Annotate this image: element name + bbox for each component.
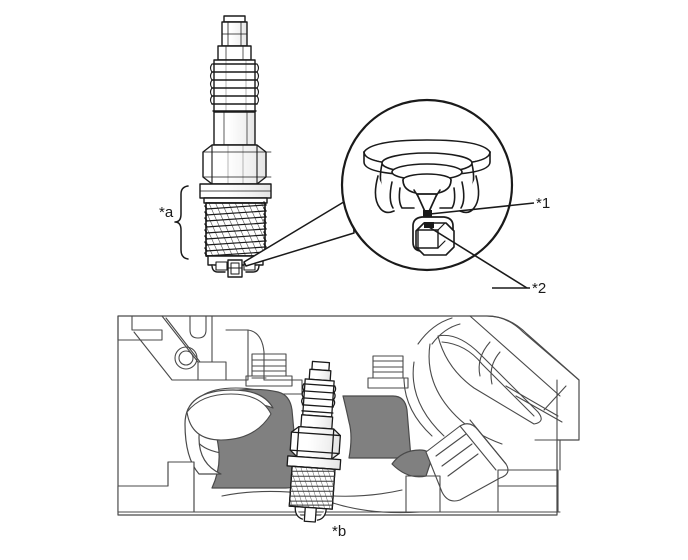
label-2: *2: [532, 280, 546, 297]
label-b: *b: [332, 523, 346, 540]
insulator-ribs: [209, 59, 260, 113]
installed-insulator-ribs: [301, 378, 337, 418]
shell-prongs: [374, 175, 480, 214]
center-electrode: [416, 193, 438, 217]
ground-electrode: [412, 216, 455, 256]
callout-a: *a: [159, 185, 189, 260]
magnifier-connector: [243, 196, 355, 267]
hex-nut: [202, 144, 272, 185]
spark-plug-elevation: [199, 15, 272, 278]
terminal-nut: [221, 15, 248, 47]
section-shading-right: [342, 395, 412, 459]
insulator-body: [213, 111, 256, 146]
leader-line-1: [429, 202, 535, 215]
callout-1: *1: [429, 195, 550, 215]
insulator-upper-stem: [217, 45, 252, 61]
stud-boss: [245, 353, 293, 387]
installed-threaded-shell: [288, 465, 336, 510]
label-a: *a: [159, 204, 174, 221]
brace-a: [174, 185, 189, 260]
head-bottom-left-step: [117, 461, 195, 513]
callout-2: *2: [428, 226, 546, 297]
label-1: *1: [536, 195, 550, 212]
installed-gasket-seat: [286, 455, 342, 471]
threaded-shell: [204, 201, 267, 257]
stud-boss-right: [367, 355, 409, 389]
installed-electrodes: [294, 505, 327, 523]
spark-plug-installed: [286, 360, 342, 523]
installed-hex-nut: [289, 425, 342, 460]
cylinder-head-cross-section: [117, 315, 580, 516]
chamber-cavity-upper: [186, 393, 272, 441]
port-flange: [405, 379, 567, 513]
right-ledge: [469, 315, 580, 423]
leader-line-2: [428, 226, 528, 289]
center-electrode: [227, 259, 243, 278]
gasket-seat: [199, 183, 272, 204]
magnified-electrode-detail: [340, 98, 514, 272]
intake-port: [403, 317, 542, 445]
cam-carrier-detail: [117, 315, 249, 381]
